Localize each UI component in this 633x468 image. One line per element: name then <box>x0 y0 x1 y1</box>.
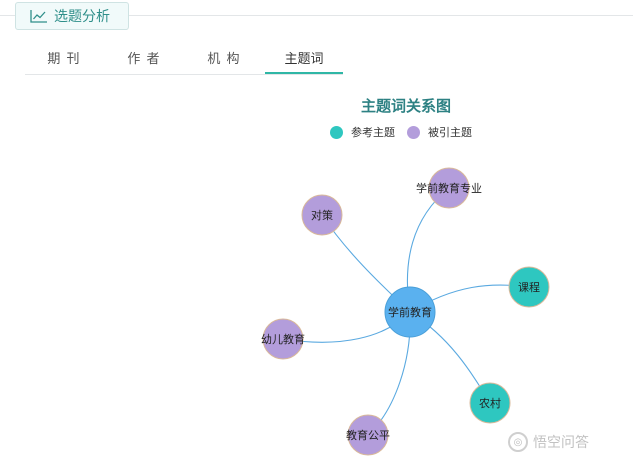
graph-node-label: 农村 <box>479 396 501 410</box>
graph-node-circle <box>428 167 470 209</box>
graph-node-label: 课程 <box>518 281 540 294</box>
legend-dot-cited <box>407 125 420 139</box>
graph-node-circle <box>262 318 304 360</box>
header-divider <box>0 15 633 16</box>
graph-node[interactable]: 幼儿教育 <box>261 318 305 360</box>
wukong-logo-icon: ◎ <box>508 432 528 452</box>
legend-item-reference[interactable]: 参考主题 <box>330 124 395 140</box>
graph-node[interactable]: 课程 <box>508 266 550 308</box>
graph-node-circle <box>469 382 511 424</box>
line-chart-icon <box>30 9 48 23</box>
tab-keywords[interactable]: 主题词 <box>265 48 343 74</box>
legend-dot-reference <box>330 125 343 139</box>
watermark-text: 悟空问答 <box>533 435 589 451</box>
topic-analysis-tab[interactable]: 选题分析 <box>15 2 129 30</box>
tab-journals[interactable]: 期 刊 <box>47 52 81 67</box>
graph-title: 主题词关系图 <box>360 97 451 115</box>
graph-center-node[interactable]: 学前教育 <box>384 286 436 338</box>
graph-node[interactable]: 教育公平 <box>346 414 390 456</box>
tab-authors[interactable]: 作 者 <box>127 52 161 67</box>
legend-item-cited[interactable]: 被引主题 <box>407 124 472 140</box>
graph-node[interactable]: 学前教育专业 <box>416 167 482 209</box>
graph-node-label: 学前教育专业 <box>416 181 482 195</box>
graph-node[interactable]: 农村 <box>469 382 511 424</box>
graph-node-circle <box>301 194 343 236</box>
graph-legend: 参考主题 被引主题 <box>330 124 484 140</box>
graph-node-label: 对策 <box>311 208 333 222</box>
graph-node-label: 教育公平 <box>346 428 390 442</box>
tab-institutions[interactable]: 机 构 <box>207 52 241 67</box>
legend-label-cited: 被引主题 <box>428 126 472 139</box>
graph-node[interactable]: 对策 <box>301 194 343 236</box>
graph-node-circle <box>347 414 389 456</box>
graph-center-circle <box>384 286 436 338</box>
graph-node-label: 幼儿教育 <box>261 332 305 346</box>
graph-node-circle <box>508 266 550 308</box>
legend-label-reference: 参考主题 <box>351 126 395 139</box>
watermark: ◎ 悟空问答 <box>508 432 589 452</box>
graph-center-label: 学前教育 <box>388 305 432 319</box>
topic-analysis-label: 选题分析 <box>54 9 110 25</box>
category-tabs: 期 刊 作 者 机 构 主题词 <box>25 48 343 75</box>
